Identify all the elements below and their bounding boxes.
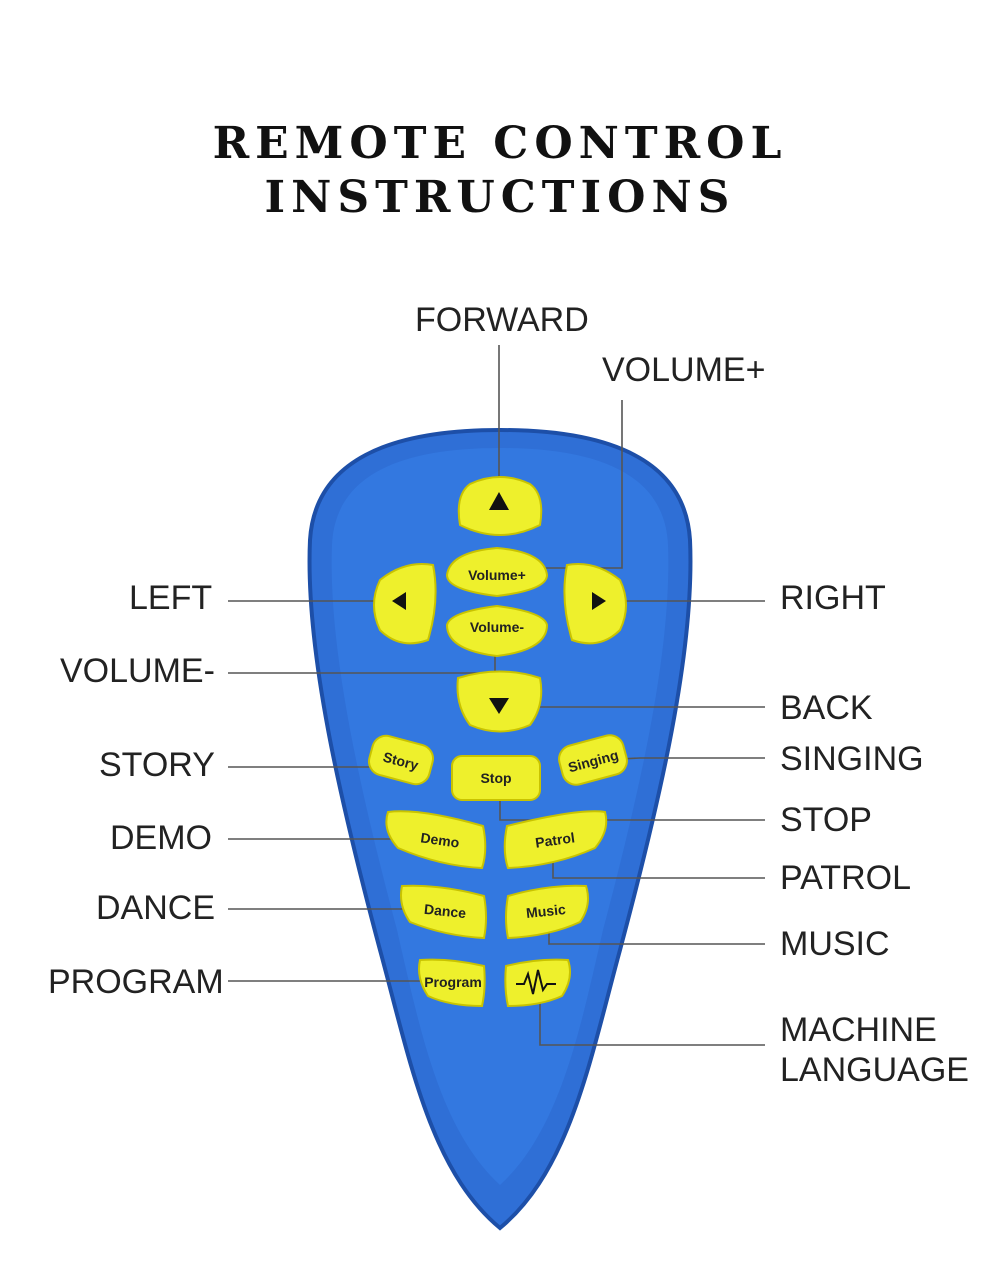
forward-button[interactable] (457, 476, 543, 536)
dance-button[interactable]: Dance (400, 884, 487, 940)
label-story: STORY (99, 746, 215, 784)
demo-button[interactable]: Demo (385, 810, 487, 870)
label-forward: FORWARD (415, 301, 589, 339)
music-button[interactable]: Music (505, 884, 589, 940)
patrol-button[interactable]: Patrol (503, 810, 608, 870)
volume-plus-button[interactable]: Volume+ (445, 546, 549, 598)
triangle-right-icon (592, 592, 606, 610)
title-line-1: REMOTE CONTROL (212, 118, 788, 169)
title-line-2: INSTRUCTIONS (264, 172, 736, 223)
singing-button[interactable]: Singing (556, 732, 630, 788)
label-program: PROGRAM (48, 963, 224, 1001)
label-demo: DEMO (110, 819, 212, 857)
label-left: LEFT (129, 579, 213, 617)
label-volume-plus: VOLUME+ (602, 351, 766, 389)
music-button-label: Music (525, 901, 566, 921)
waveform-icon (516, 969, 556, 995)
dance-button-label: Dance (423, 901, 467, 921)
triangle-down-icon (489, 698, 509, 714)
label-volume-minus: VOLUME- (60, 652, 215, 690)
label-music: MUSIC (780, 925, 890, 963)
triangle-left-icon (392, 592, 406, 610)
patrol-button-label: Patrol (534, 829, 576, 850)
label-stop: STOP (780, 801, 872, 839)
triangle-up-icon (489, 492, 509, 510)
stop-button[interactable]: Stop (451, 755, 541, 801)
volume-minus-button[interactable]: Volume- (445, 604, 549, 658)
label-dance: DANCE (96, 889, 216, 927)
label-back: BACK (780, 689, 873, 727)
label-patrol: PATROL (780, 859, 911, 897)
label-right: RIGHT (780, 579, 886, 617)
demo-button-label: Demo (420, 829, 461, 850)
right-button[interactable] (563, 563, 627, 645)
program-button-label: Program (424, 974, 482, 990)
volume-minus-button-label: Volume- (470, 619, 525, 635)
program-button[interactable]: Program (418, 958, 486, 1008)
machine-language-button[interactable] (504, 958, 571, 1008)
back-button[interactable] (456, 670, 543, 733)
left-button[interactable] (373, 563, 437, 645)
stop-button-label: Stop (480, 770, 511, 786)
label-machine-language: MACHINE LANGUAGE (780, 1011, 969, 1089)
story-button[interactable]: Story (366, 733, 436, 788)
volume-plus-button-label: Volume+ (468, 567, 526, 583)
label-singing: SINGING (780, 740, 924, 778)
